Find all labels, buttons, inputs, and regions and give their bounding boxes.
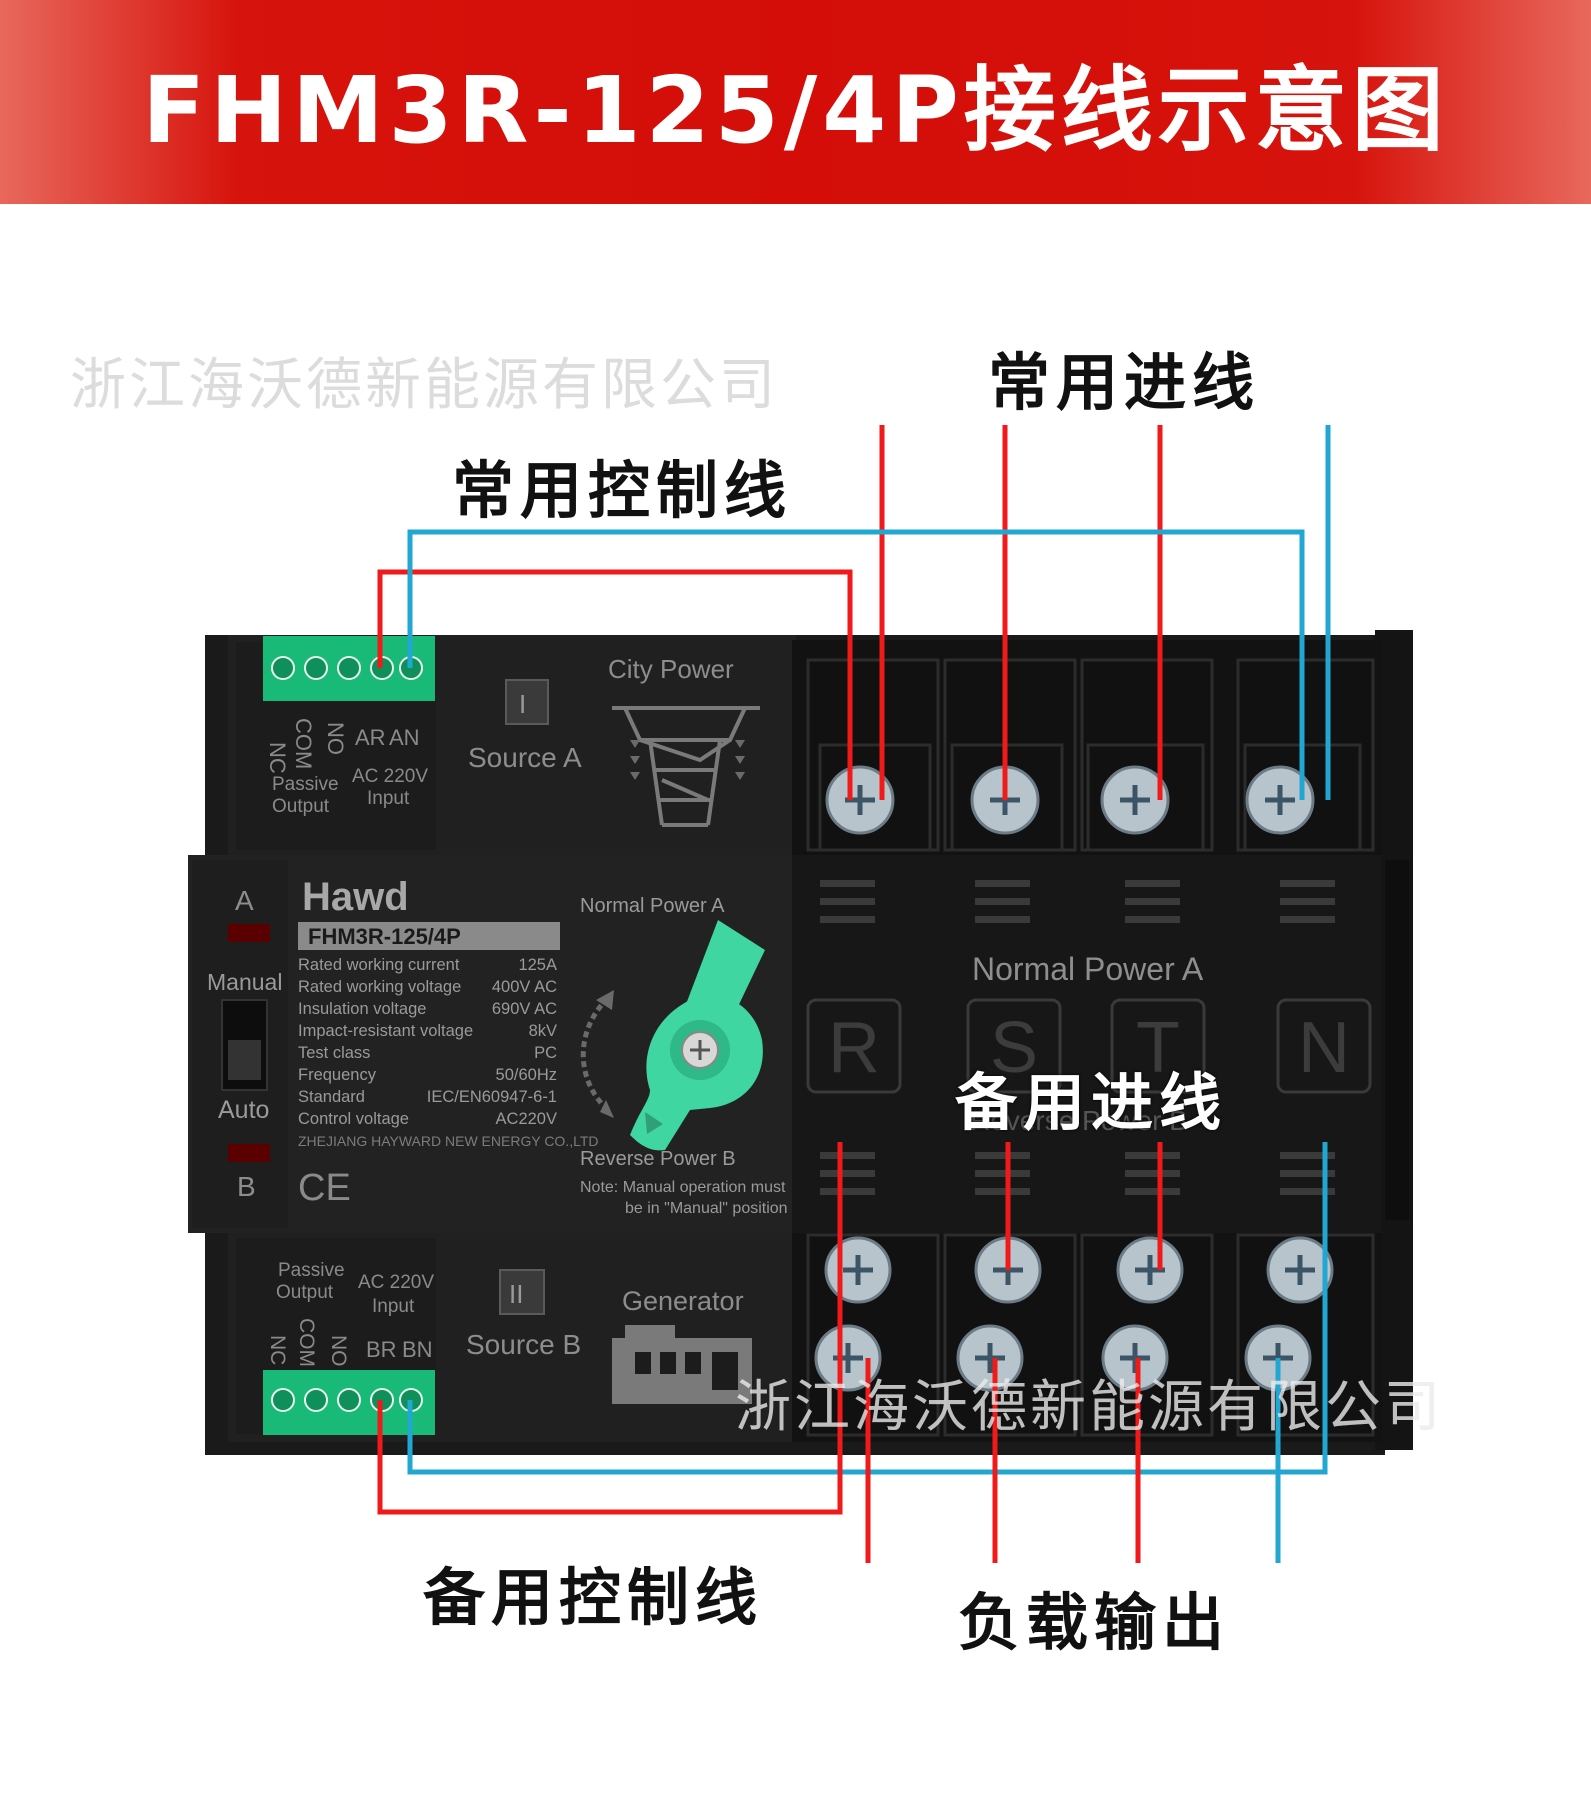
spec-label: Rated working voltage (298, 978, 461, 996)
bottom-roman-numeral: II (509, 1279, 523, 1309)
label-backup-control: 备用控制线 (423, 1561, 764, 1634)
normal-power-a-small: Normal Power A (580, 895, 725, 917)
bottom-label-br: BR (366, 1337, 397, 1362)
auto-label: Auto (218, 1096, 269, 1124)
source-a-area: I Source A City Power (468, 654, 760, 827)
manufacturer-text: ZHEJIANG HAYWARD NEW ENERGY CO.,LTD (298, 1133, 599, 1149)
page-title: FHM3R-125/4P接线示意图 (142, 56, 1449, 164)
watermark-bottom: 浙江海沃德新能源有限公司 (735, 1375, 1443, 1440)
phase-s: S (990, 1008, 1038, 1088)
model-text: FHM3R-125/4P (308, 924, 461, 949)
normal-power-a-label: Normal Power A (972, 951, 1204, 987)
spec-label: Frequency (298, 1066, 377, 1084)
spec-label: Impact-resistant voltage (298, 1022, 473, 1040)
top-label-no: NO (323, 722, 348, 755)
switch-body (188, 630, 1413, 1455)
bottom-terminal-labels: Passive Output AC 220V Input NC COM NO B… (266, 1260, 434, 1367)
top-passive-line1: Passive (272, 774, 339, 795)
manual-label: Manual (207, 969, 282, 995)
spec-value: 690V AC (492, 1000, 557, 1018)
spec-value: 50/60Hz (496, 1066, 557, 1084)
model-plate (298, 922, 560, 950)
spec-value: 125A (518, 956, 557, 974)
rotation-arrow-icon (580, 996, 610, 1112)
phase-r: R (828, 1008, 880, 1088)
indicator-a-led (228, 924, 270, 942)
bottom-label-bn: BN (402, 1337, 433, 1362)
switch-handle[interactable] (630, 920, 765, 1151)
mode-switch-knob (228, 1040, 261, 1080)
spec-table: Rated working current 125A Rated working v… (298, 956, 557, 1128)
title-banner (0, 0, 1591, 204)
top-ac-line2: Input (367, 788, 410, 809)
label-backup-incoming: 备用进线 (955, 1066, 1228, 1139)
spec-label: Control voltage (298, 1110, 409, 1128)
bottom-label-no: NO (327, 1335, 350, 1367)
normal-control-wire-red (377, 569, 853, 800)
backup-control-wire-red (377, 1142, 843, 1515)
top-label-com: COM (291, 718, 316, 769)
bottom-passive-line1: Passive (278, 1260, 345, 1281)
spec-value: 8kV (529, 1022, 557, 1040)
top-label-ar: AR (355, 725, 386, 750)
bottom-label-nc: NC (266, 1335, 289, 1365)
normal-control-wire-blue (407, 529, 1305, 800)
source-b-label: Source B (466, 1329, 581, 1360)
spec-value: AC220V (496, 1110, 557, 1128)
phase-t: T (1136, 1008, 1180, 1088)
note-line2: be in "Manual" position (625, 1200, 788, 1217)
bottom-ac-line2: Input (372, 1296, 415, 1317)
top-passive-line2: Output (272, 796, 330, 817)
phase-n: N (1298, 1008, 1350, 1088)
bottom-passive-line2: Output (276, 1282, 334, 1303)
label-normal-control: 常用控制线 (452, 454, 793, 527)
bottom-label-com: COM (295, 1318, 318, 1367)
reverse-power-b-label: Reverse Power B (970, 1105, 1188, 1136)
top-label-an: AN (389, 725, 420, 750)
power-pylon-icon (612, 706, 760, 827)
front-panel-contents: A Manual Auto B Hawd FHM3R-125/4P Rated … (207, 875, 788, 1217)
spec-label: Standard (298, 1088, 365, 1106)
top-ac-line1: AC 220V (352, 766, 428, 787)
indicator-b-label: B (237, 1171, 256, 1202)
note-line1: Note: Manual operation must (580, 1179, 786, 1196)
spec-label: Test class (298, 1044, 370, 1062)
spec-value: IEC/EN60947-6-1 (427, 1088, 557, 1106)
bottom-terminal-block (263, 1370, 435, 1435)
indicator-a-label: A (235, 885, 254, 916)
spec-value: PC (534, 1044, 557, 1062)
city-power-label: City Power (608, 654, 734, 684)
source-b-area: II Source B Generator (466, 1269, 752, 1404)
reverse-power-b-small: Reverse Power B (580, 1148, 736, 1170)
top-roman-numeral: I (519, 689, 526, 719)
top-label-nc: NC (265, 742, 290, 774)
phase-labels: R S T N (806, 998, 1372, 1094)
spec-label: Insulation voltage (298, 1000, 426, 1018)
wiring (377, 425, 1331, 1563)
label-normal-incoming: 常用进线 (988, 346, 1261, 419)
indicator-b-led (228, 1144, 270, 1162)
ce-mark: CE (298, 1167, 351, 1209)
spec-value: 400V AC (492, 978, 557, 996)
vent-slots (820, 880, 1335, 1195)
source-a-label: Source A (468, 742, 582, 773)
spec-label: Rated working current (298, 956, 460, 974)
watermark-top: 浙江海沃德新能源有限公司 (70, 353, 778, 418)
brand-logo: Hawd (302, 875, 409, 919)
label-load-output: 负载输出 (958, 1586, 1231, 1659)
bottom-ac-line1: AC 220V (358, 1272, 434, 1293)
generator-label: Generator (622, 1286, 744, 1316)
top-terminal-labels: NC COM NO AR AN Passive Output AC 220V I… (265, 718, 428, 817)
top-power-terminals (806, 658, 1375, 852)
